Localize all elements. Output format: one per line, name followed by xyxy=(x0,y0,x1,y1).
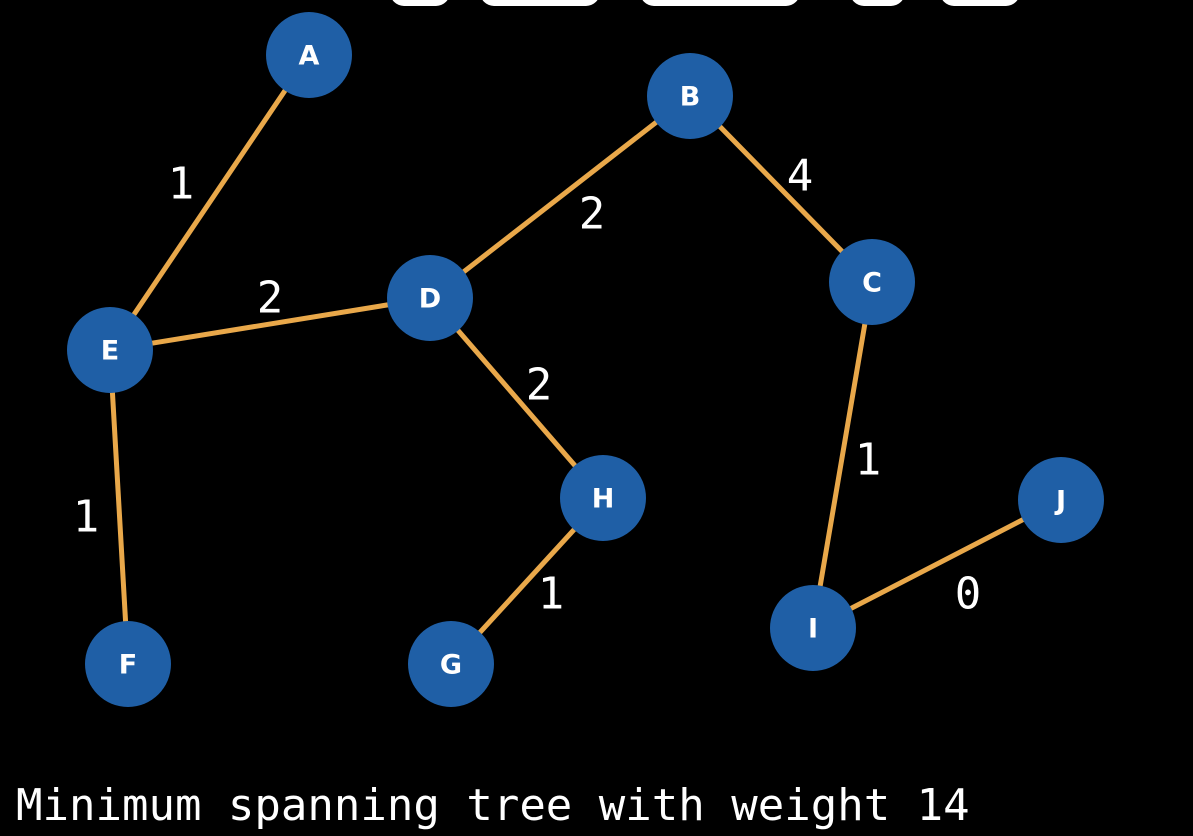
edge-e-d xyxy=(107,295,433,353)
node-j: J xyxy=(1018,457,1104,543)
edge-weight-i-j: 0 xyxy=(955,569,982,620)
node-circle xyxy=(829,239,915,325)
edge-weight-c-i: 1 xyxy=(855,435,882,486)
title-fragment-1 xyxy=(390,0,450,6)
edge-a-e xyxy=(107,52,312,353)
edges-layer xyxy=(107,52,1064,667)
node-circle xyxy=(266,12,352,98)
node-label: C xyxy=(862,268,882,299)
edge-weight-b-c: 4 xyxy=(787,151,814,202)
title-fragment-4 xyxy=(850,0,905,6)
node-b: B xyxy=(647,53,733,139)
node-label: B xyxy=(680,82,701,113)
node-i: I xyxy=(770,585,856,671)
edge-weight-e-d: 2 xyxy=(257,273,284,324)
node-label: A xyxy=(299,41,320,72)
title-fragment-5 xyxy=(940,0,1020,6)
edge-i-j xyxy=(810,497,1064,631)
caption: Minimum spanning tree with weight 14 xyxy=(16,780,970,831)
node-d: D xyxy=(387,255,473,341)
edge-weight-h-g: 1 xyxy=(538,569,565,620)
node-e: E xyxy=(67,307,153,393)
edge-d-b xyxy=(427,93,693,301)
weights-layer: 1 2 1 2 4 2 1 1 0 xyxy=(73,151,982,620)
node-circle xyxy=(408,621,494,707)
node-circle xyxy=(647,53,733,139)
title-fragment-3 xyxy=(640,0,800,6)
node-circle xyxy=(560,455,646,541)
edge-c-i xyxy=(810,279,875,631)
node-label: I xyxy=(808,614,818,645)
node-h: H xyxy=(560,455,646,541)
node-label: J xyxy=(1054,486,1066,517)
edge-d-h xyxy=(427,295,606,501)
node-label: E xyxy=(101,336,119,367)
node-label: H xyxy=(592,484,615,515)
edge-b-c xyxy=(687,93,875,285)
node-label: F xyxy=(119,650,137,681)
node-circle xyxy=(67,307,153,393)
node-f: F xyxy=(85,621,171,707)
title-fragment-2 xyxy=(480,0,600,6)
node-circle xyxy=(85,621,171,707)
node-circle xyxy=(770,585,856,671)
node-g: G xyxy=(408,621,494,707)
node-label: D xyxy=(419,284,441,315)
node-a: A xyxy=(266,12,352,98)
edge-weight-d-b: 2 xyxy=(579,189,606,240)
nodes-layer: A B C D E F G H I J xyxy=(67,12,1104,707)
node-circle xyxy=(387,255,473,341)
node-label: G xyxy=(440,650,462,681)
node-circle xyxy=(1018,457,1104,543)
edge-weight-d-h: 2 xyxy=(526,360,553,411)
node-c: C xyxy=(829,239,915,325)
edge-e-f xyxy=(107,347,131,667)
edge-weight-e-f: 1 xyxy=(73,492,100,543)
edge-weight-a-e: 1 xyxy=(168,159,195,210)
